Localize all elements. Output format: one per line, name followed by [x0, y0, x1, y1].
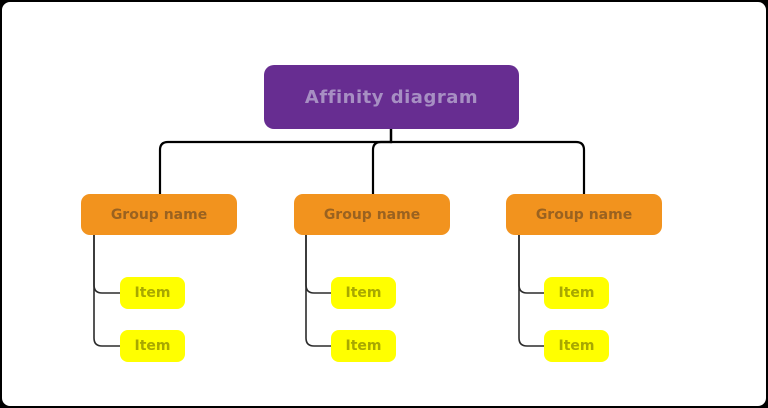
edge-root-to-group-2 [371, 129, 393, 194]
item-node-2-1[interactable]: Item [331, 277, 396, 309]
item-node-1-1[interactable]: Item [120, 277, 185, 309]
edge-group-3-to-item-1 [518, 235, 544, 294]
root-node-affinity-diagram[interactable]: Affinity diagram [264, 65, 519, 129]
edge-group-2-to-item-2 [305, 235, 331, 347]
group-node-2[interactable]: Group name [294, 194, 450, 235]
edge-group-3-to-item-2 [518, 235, 544, 347]
item-node-3-2[interactable]: Item [544, 330, 609, 362]
edge-root-to-group-1 [158, 129, 393, 194]
group-node-1[interactable]: Group name [81, 194, 237, 235]
edge-root-to-group-3 [389, 129, 586, 194]
edge-group-2-to-item-1 [305, 235, 331, 294]
item-node-2-2[interactable]: Item [331, 330, 396, 362]
edge-group-1-to-item-2 [93, 235, 120, 347]
item-node-1-2[interactable]: Item [120, 330, 185, 362]
group-node-3[interactable]: Group name [506, 194, 662, 235]
item-node-3-1[interactable]: Item [544, 277, 609, 309]
edge-group-1-to-item-1 [93, 235, 120, 294]
